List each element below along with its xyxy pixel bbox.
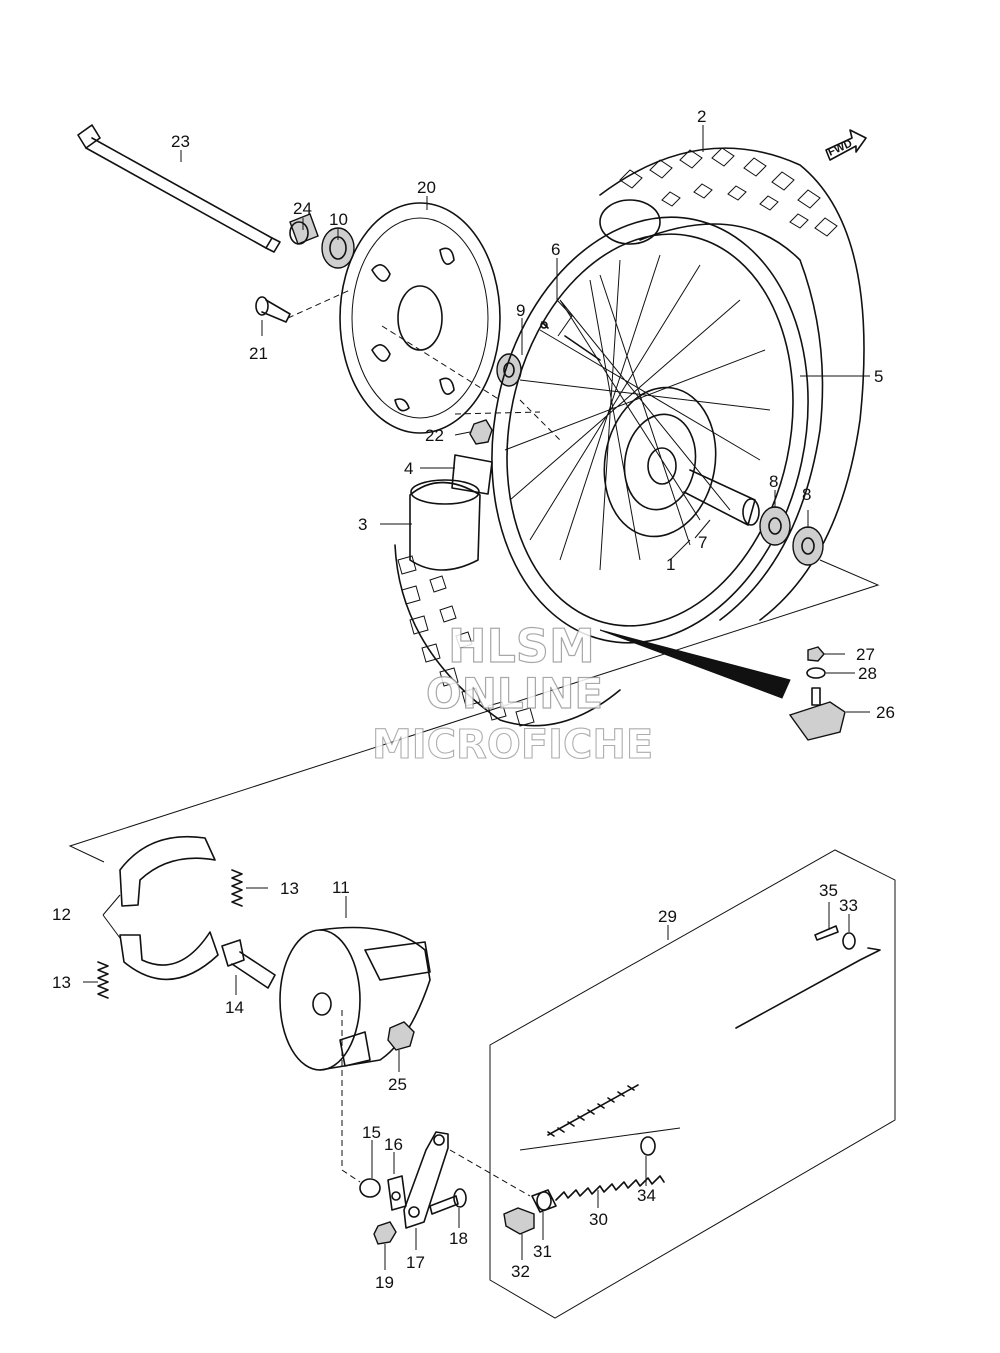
spacer-part-24 [289,213,319,245]
cotter-pin-part-35 [814,925,839,941]
indicator-part-16 [387,1175,407,1211]
watermark: HLSM ONLINE MICROFICHE [371,618,653,768]
washer-part-33 [842,932,856,950]
callout-1: 1 [666,555,675,574]
callout-21: 21 [249,344,268,363]
callout-9: 9 [516,301,525,320]
callout-18: 18 [449,1229,468,1248]
callout-32: 32 [511,1262,530,1281]
callout-labels: 2 23 24 10 20 6 9 21 5 22 4 8 8 3 7 1 27… [52,107,895,1292]
callout-14: 14 [225,998,244,1017]
spring-part-13b [97,961,109,999]
callout-13b: 13 [52,973,71,992]
callout-11: 11 [332,878,350,897]
axle-part-23 [77,124,281,253]
callout-24: 24 [293,199,312,218]
tire-lower [394,544,621,727]
section-divider [68,559,880,863]
brake-shoe-part-12 [119,835,219,981]
sprocket-part-20 [339,202,501,434]
nut-part-22 [469,419,493,445]
callout-3: 3 [358,515,367,534]
callout-28: 28 [858,664,877,683]
callout-19: 19 [375,1273,394,1292]
callout-30: 30 [589,1210,608,1229]
fwd-arrow-icon: FWD [825,129,867,161]
callout-29: 29 [658,907,677,926]
brake-panel-part-11 [279,926,431,1071]
bolt-part-21 [255,296,291,323]
callout-2: 2 [697,107,706,126]
callout-26: 26 [876,703,895,722]
callout-22: 22 [425,426,444,445]
callout-10: 10 [329,210,348,229]
callout-35: 35 [819,881,838,900]
brake-rod-box-29 [489,849,896,1319]
callout-4: 4 [404,459,413,478]
bolt-part-18 [429,1188,467,1215]
cam-lever-part-17 [403,1131,449,1229]
callout-27: 27 [856,645,875,664]
tube-part-3 [409,479,481,571]
callout-33: 33 [839,896,858,915]
watermark-line-1: HLSM [448,619,595,673]
bearing-part-8a [759,506,791,546]
watermark-line-2: ONLINE [426,669,603,718]
bearing-part-8b [792,526,824,566]
rim-part-5 [491,216,809,644]
joint-part-31 [531,1189,557,1213]
washer-part-34 [640,1136,656,1156]
leaders-upper [180,125,870,713]
pointer-wedge [599,629,791,699]
callout-15: 15 [362,1123,381,1142]
callout-25: 25 [388,1075,407,1094]
callout-20: 20 [417,178,436,197]
callout-17: 17 [406,1253,425,1272]
spring-part-13a [231,869,243,907]
hub-assembly [603,386,760,538]
callout-31: 31 [533,1242,552,1261]
nut-part-25 [387,1021,415,1051]
leaders-lower [83,887,850,1270]
washer-part-15 [359,1178,381,1198]
rim-band-part-4 [451,454,493,495]
washer-part-28 [806,667,826,679]
wing-nut-part-32 [503,1207,535,1235]
callout-6: 6 [551,240,560,259]
bolt-part-6 [540,321,601,361]
callout-16: 16 [384,1135,403,1154]
tire-part-2 [599,147,865,621]
nut-part-27 [807,646,825,662]
watermark-line-3: MICROFICHE [372,722,653,768]
callout-13a: 13 [280,879,299,898]
fwd-label: FWD [826,138,854,159]
spring-part-30 [555,1175,665,1201]
cam-shaft-part-14 [221,939,276,989]
brake-rod-part-29 [519,947,881,1151]
callout-8b: 8 [802,485,811,504]
callout-23: 23 [171,132,190,151]
callout-5: 5 [874,367,883,386]
callout-7: 7 [698,533,707,552]
rim-lock-part-26 [788,687,846,741]
callout-34: 34 [637,1186,656,1205]
nut-part-19 [373,1221,397,1245]
callout-8a: 8 [769,472,778,491]
callout-12: 12 [52,905,71,924]
